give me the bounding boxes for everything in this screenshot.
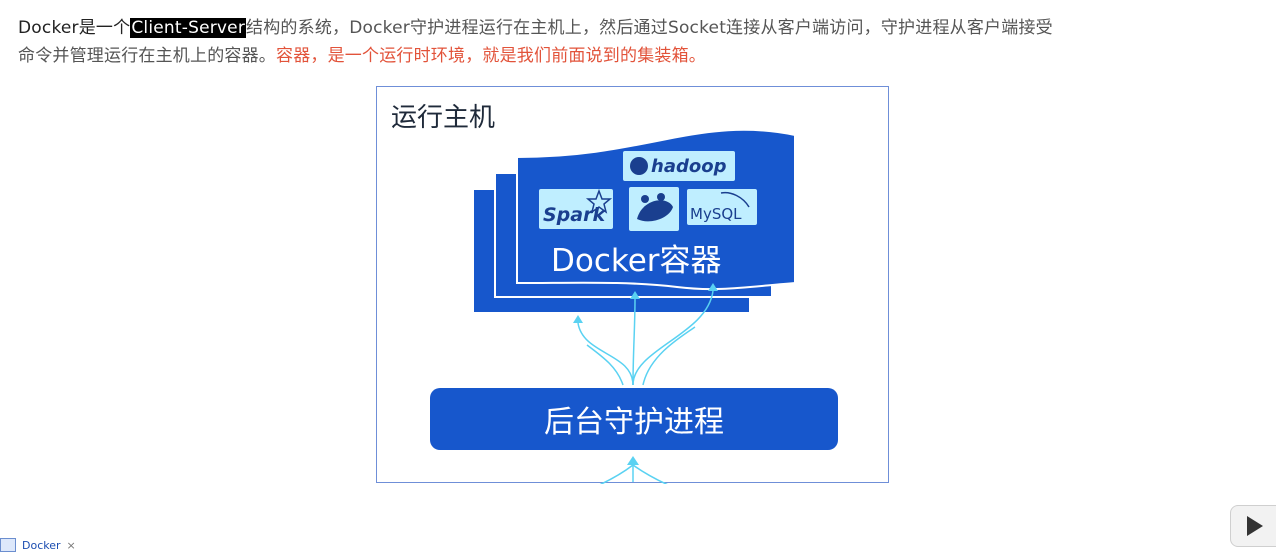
paragraph-line1-pre: Docker是一个 xyxy=(18,18,131,38)
paragraph-line2: 命令并管理运行在主机上的容器。 xyxy=(18,46,276,66)
mysql-logo-text: MySQL xyxy=(690,205,742,223)
hadoop-logo-text: hadoop xyxy=(651,156,727,177)
document-tab-icon xyxy=(0,538,16,552)
document-paragraph: Docker是一个Client-Server结构的系统，Docker守护进程运行… xyxy=(18,14,1258,70)
play-button[interactable] xyxy=(1230,505,1276,547)
play-icon xyxy=(1247,516,1263,536)
hadoop-logo-icon: hadoop xyxy=(623,151,735,181)
document-tab[interactable]: Docker × xyxy=(0,536,160,554)
tab-label: Docker xyxy=(22,538,61,552)
incoming-arrow-head xyxy=(627,456,639,465)
paragraph-highlight: 容器，是一个运行时环境，就是我们前面说到的集装箱。 xyxy=(276,46,706,66)
spark-logo-icon: Spark xyxy=(539,188,613,229)
container-stack-graphic: hadoop Spark MySQL Docker容器 xyxy=(472,128,796,484)
spark-logo-text: Spark xyxy=(543,204,606,226)
tomcat-logo-icon xyxy=(629,187,679,231)
container-label: Docker容器 xyxy=(551,243,722,279)
close-icon[interactable]: × xyxy=(66,538,76,552)
docker-daemon-box: 后台守护进程 xyxy=(430,388,838,450)
docker-architecture-diagram: 运行主机 hadoop Spark MySQL xyxy=(376,86,889,484)
incoming-arrows xyxy=(599,464,669,484)
host-label: 运行主机 xyxy=(391,103,496,133)
arrow-heads xyxy=(573,283,718,323)
paragraph-line1-post: 结构的系统，Docker守护进程运行在主机上，然后通过Socket连接从客户端访… xyxy=(246,18,1053,38)
mysql-logo-icon: MySQL xyxy=(687,189,757,225)
connection-arrows xyxy=(577,290,714,386)
selected-text[interactable]: Client-Server xyxy=(130,18,247,38)
